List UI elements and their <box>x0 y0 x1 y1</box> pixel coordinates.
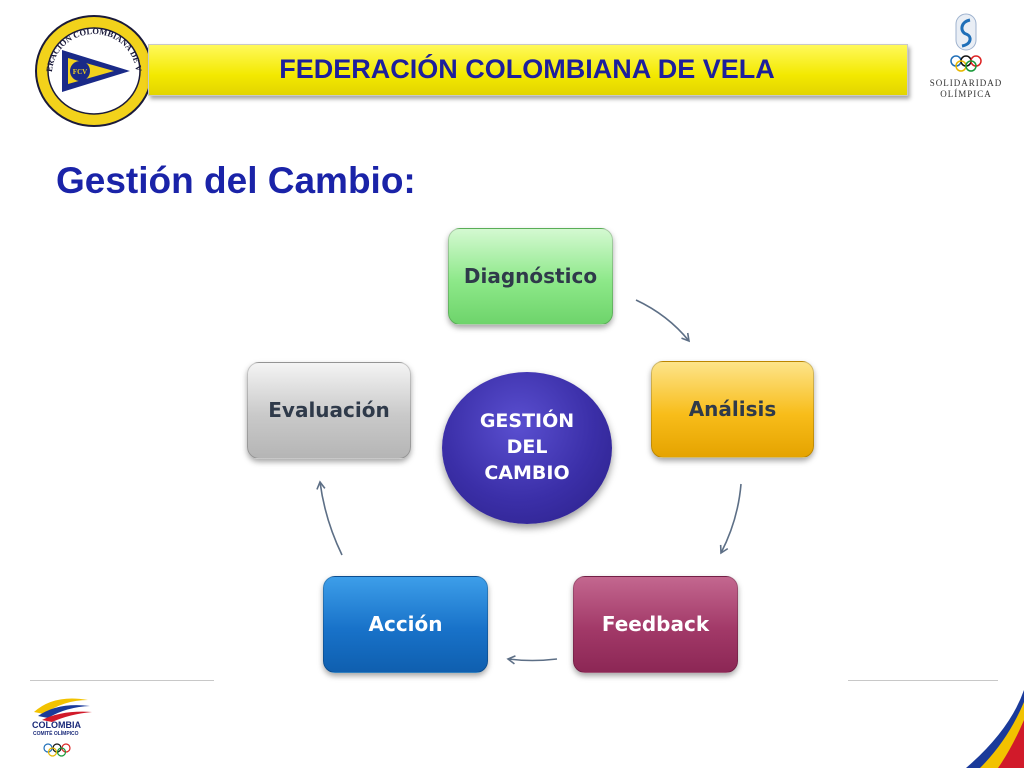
step-diagnostico: Diagnóstico <box>448 228 613 325</box>
solidaridad-line1: SOLIDARIDAD <box>930 78 1003 88</box>
footer-divider-left <box>30 680 214 681</box>
header-banner <box>148 44 908 96</box>
fcv-logo: FEDERACION COLOMBIANA DE VELA FCV <box>34 14 153 127</box>
center-line-1: GESTIÓN <box>479 410 575 432</box>
arrow-accion-evaluacion <box>316 480 343 556</box>
comite-olimpico-colombia-logo <box>34 698 92 757</box>
center-circle: GESTIÓN DEL CAMBIO <box>442 372 612 524</box>
coc-name: COLOMBIA <box>32 720 81 730</box>
arrow-analisis-feedback <box>719 483 742 555</box>
solidaridad-olimpica-logo: SOLIDARIDAD OLÍMPICA <box>930 13 1003 99</box>
step-analisis: Análisis <box>651 361 814 458</box>
arrow-diagnostico-analisis <box>635 299 691 343</box>
solidaridad-line2: OLÍMPICA <box>940 89 992 99</box>
step-evaluacion: Evaluación <box>247 362 411 459</box>
corner-flag-stripes <box>966 690 1024 768</box>
fcv-monogram: FCV <box>73 68 87 76</box>
footer-divider-right <box>848 680 998 681</box>
step-accion: Acción <box>323 576 488 673</box>
header-title: FEDERACIÓN COLOMBIANA DE VELA <box>279 54 775 84</box>
arrow-feedback-accion <box>506 655 558 665</box>
step-feedback: Feedback <box>573 576 738 673</box>
page-title: Gestión del Cambio: <box>56 160 416 201</box>
center-line-3: CAMBIO <box>484 462 570 484</box>
center-line-2: DEL <box>506 436 548 458</box>
coc-subtitle: COMITÉ OLÍMPICO <box>33 731 79 737</box>
